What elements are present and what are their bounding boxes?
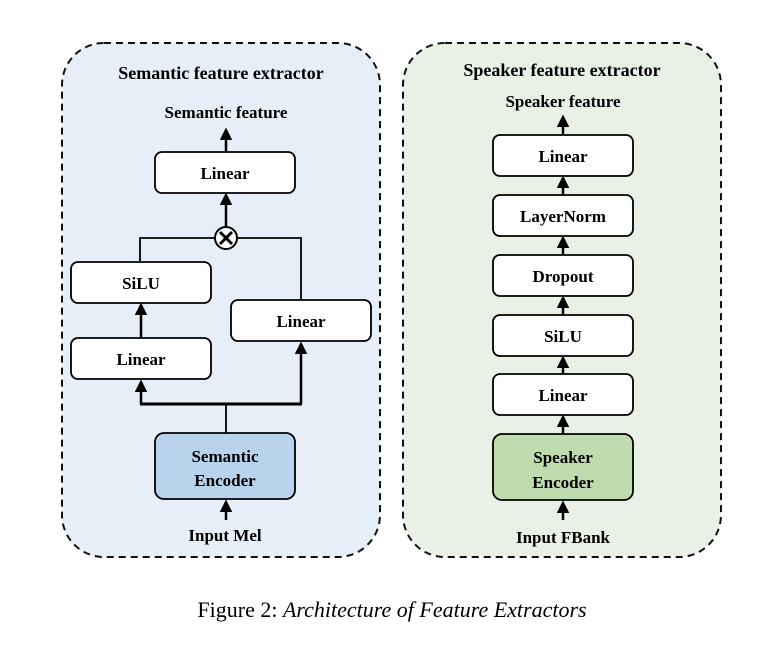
semantic-input-label: Input Mel — [188, 526, 261, 545]
speaker-linear-top-label: Linear — [538, 147, 588, 166]
speaker-encoder-label-line2: Encoder — [532, 473, 594, 492]
architecture-diagram: Semantic feature extractor Semantic feat… — [61, 42, 722, 558]
speaker-encoder-box — [492, 433, 634, 501]
semantic-right-linear-label: Linear — [276, 312, 326, 331]
speaker-output-label: Speaker feature — [505, 92, 621, 111]
semantic-feature-extractor-panel: Semantic feature extractor Semantic feat… — [61, 42, 381, 558]
semantic-output-label: Semantic feature — [165, 103, 288, 122]
speaker-encoder-label-line1: Speaker — [533, 448, 593, 467]
figure-caption: Figure 2: Architecture of Feature Extrac… — [0, 597, 784, 623]
semantic-encoder-label-line2: Encoder — [194, 471, 256, 490]
semantic-left-linear-box — [70, 337, 212, 380]
semantic-panel-background — [61, 42, 381, 558]
caption-text: Architecture of Feature Extractors — [282, 597, 587, 622]
speaker-input-label: Input FBank — [516, 528, 611, 547]
semantic-encoder-box — [154, 432, 296, 500]
speaker-layernorm-label: LayerNorm — [520, 207, 606, 226]
speaker-linear-bottom-label: Linear — [538, 386, 588, 405]
semantic-right-linear-box — [230, 299, 372, 342]
speaker-dropout-label: Dropout — [532, 267, 593, 286]
semantic-panel-title: Semantic feature extractor — [118, 63, 324, 83]
semantic-left-linear-label: Linear — [116, 350, 166, 369]
line-right-linear-to-multiply — [237, 237, 302, 300]
semantic-silu-label: SiLU — [122, 274, 160, 293]
semantic-encoder-label-line1: Semantic — [191, 447, 259, 466]
line-silu-to-multiply — [139, 237, 215, 261]
speaker-silu-label: SiLU — [544, 327, 582, 346]
circle-times-icon — [214, 226, 238, 250]
speaker-panel-title: Speaker feature extractor — [463, 60, 660, 80]
speaker-feature-extractor-panel: Speaker feature extractor Speaker featur… — [402, 42, 722, 558]
semantic-top-linear-label: Linear — [200, 164, 250, 183]
caption-prefix: Figure 2: — [197, 597, 278, 622]
